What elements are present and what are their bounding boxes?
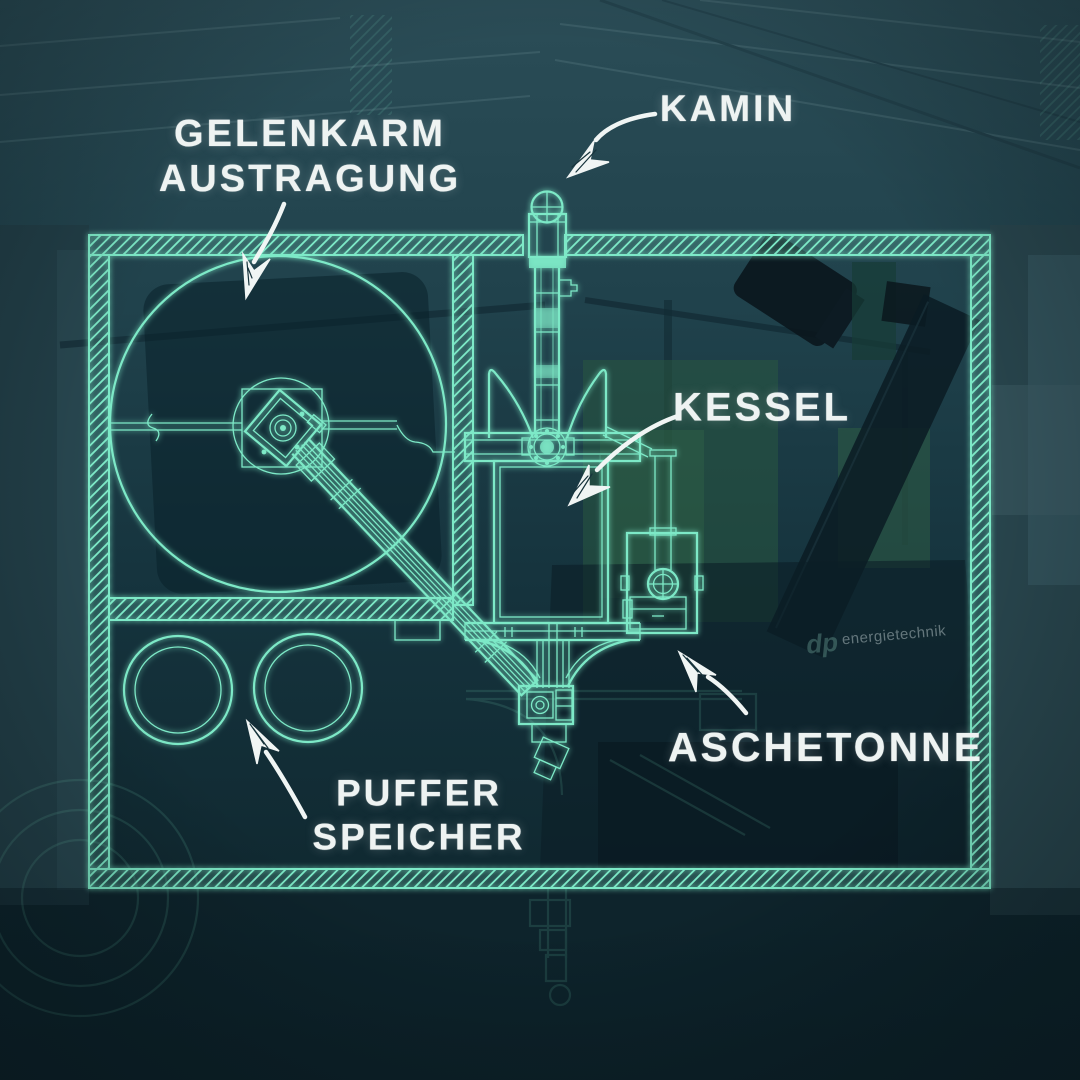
label-puffer-line1: PUFFER — [336, 772, 502, 814]
label-gelenkarm-line2: AUSTRAGUNG — [158, 158, 462, 200]
label-kessel: KESSEL — [672, 385, 852, 430]
label-gelenkarm-austragung: GELENKARM AUSTRAGUNG — [159, 112, 461, 202]
label-aschetonne: ASCHETONNE — [667, 723, 985, 770]
label-puffer-line2: SPEICHER — [312, 816, 526, 857]
label-kamin: KAMIN — [659, 88, 797, 130]
label-gelenkarm-line1: GELENKARM — [174, 113, 446, 156]
label-pufferspeicher: PUFFER SPEICHER — [312, 771, 525, 858]
